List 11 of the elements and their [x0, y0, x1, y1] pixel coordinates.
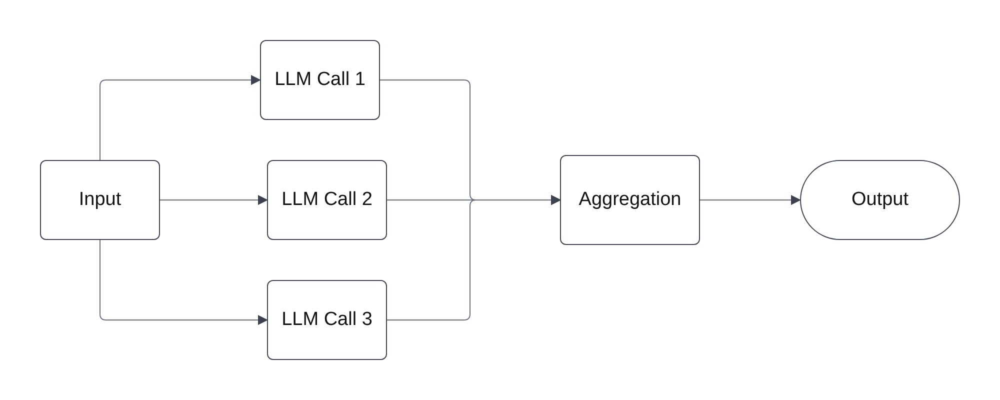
process-box: LLM Call 3 [267, 280, 387, 360]
arrow [100, 240, 268, 325]
process-box: LLM Call 1 [260, 40, 380, 120]
process-box: Aggregation [560, 155, 700, 245]
arrow [160, 195, 268, 205]
process-box: Input [40, 160, 160, 240]
process-box: LLM Call 2 [267, 160, 387, 240]
arrow [386, 195, 561, 320]
arrow [700, 195, 801, 205]
terminal-pill: Output [800, 160, 960, 240]
arrow [100, 75, 261, 160]
